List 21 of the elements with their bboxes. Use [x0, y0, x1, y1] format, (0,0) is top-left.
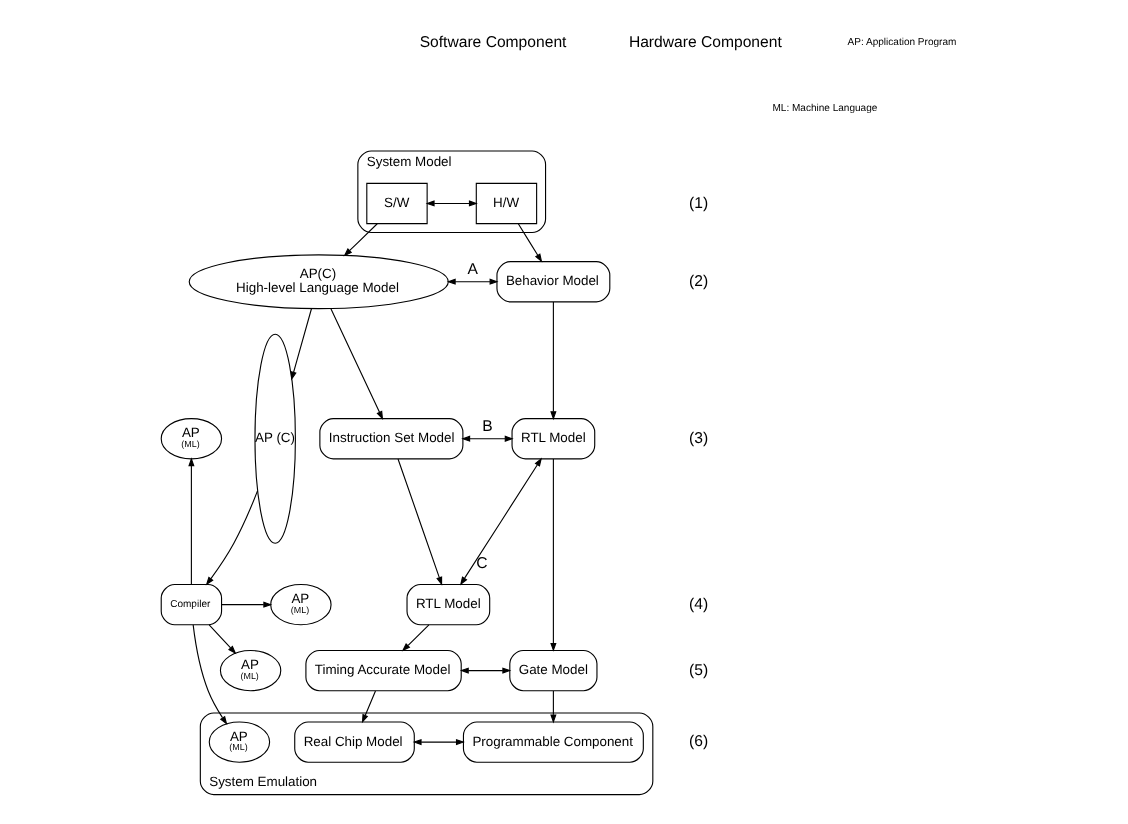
arrow	[550, 689, 557, 723]
arrow	[425, 199, 478, 206]
arrow	[459, 666, 512, 673]
arrow	[412, 737, 465, 745]
arrow	[192, 623, 228, 725]
arrow	[550, 457, 557, 651]
arrow	[343, 222, 378, 256]
arrow	[459, 456, 543, 585]
arrow	[397, 457, 443, 585]
arrow	[517, 222, 543, 262]
arrow	[401, 623, 430, 651]
arrow	[446, 277, 499, 284]
arrow	[205, 489, 259, 585]
arrow	[330, 307, 384, 420]
arrow	[290, 307, 312, 380]
arrow	[221, 600, 273, 607]
arrow	[550, 300, 557, 420]
arrow	[208, 623, 237, 654]
arrow	[461, 434, 514, 441]
arrow	[188, 456, 195, 584]
arrow	[361, 689, 377, 723]
